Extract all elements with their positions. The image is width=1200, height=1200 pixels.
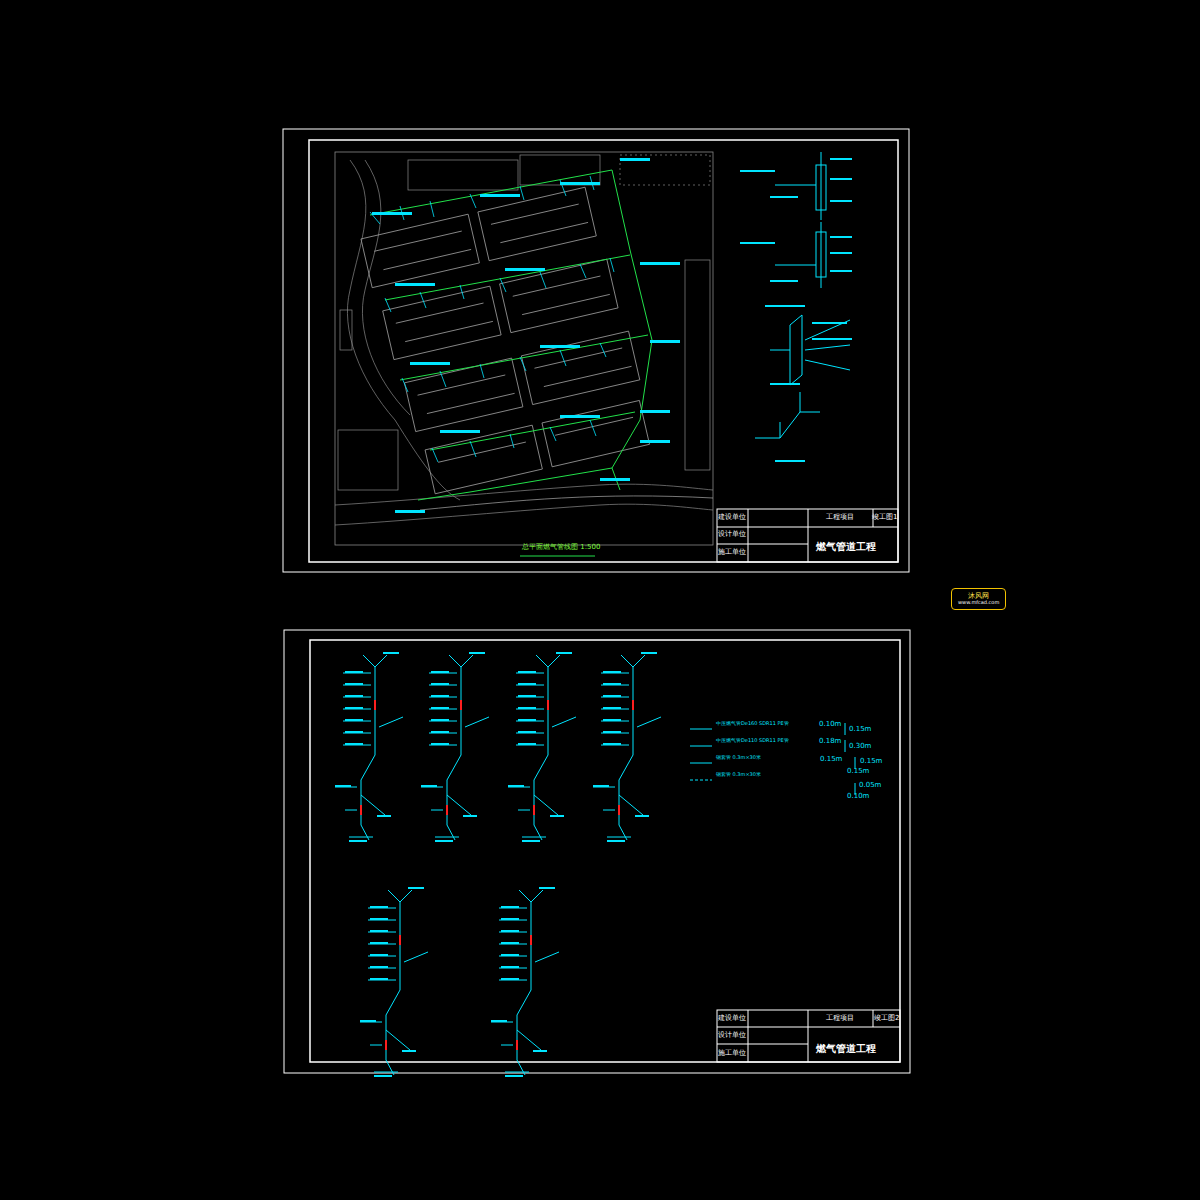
dimension: 0.10m bbox=[819, 721, 841, 729]
project-name: 燃气管道工程 bbox=[816, 1043, 876, 1054]
dimension: 0.15m bbox=[849, 726, 871, 734]
dimension: 0.10m bbox=[847, 793, 869, 801]
title-cell: 建设单位 bbox=[718, 1015, 746, 1023]
watermark-badge: 沐风网www.mfcad.com bbox=[951, 588, 1006, 610]
title-cell: 建设单位 bbox=[718, 514, 746, 522]
title-cell: 工程项目 bbox=[826, 1015, 854, 1023]
badge-title: 沐风网 bbox=[958, 592, 999, 600]
pipe-note: 钢套管 0.3m×30米 bbox=[716, 772, 761, 778]
title-cell: 设计单位 bbox=[718, 531, 746, 539]
drawing-title: 总平面燃气管线图 1:500 bbox=[522, 544, 600, 552]
title-cell: 工程项目 bbox=[826, 514, 854, 522]
dimension: 0.15m bbox=[860, 758, 882, 766]
dimension: 0.15m bbox=[820, 756, 842, 764]
title-cell: 施工单位 bbox=[718, 549, 746, 557]
title-cell: 竣工图1 bbox=[872, 514, 897, 522]
dimension: 0.15m bbox=[847, 768, 869, 776]
badge-url: www.mfcad.com bbox=[958, 600, 999, 606]
dimension: 0.05m bbox=[859, 782, 881, 790]
title-cell: 施工单位 bbox=[718, 1050, 746, 1058]
dimension: 0.30m bbox=[849, 743, 871, 751]
title-cell: 竣工图2 bbox=[874, 1015, 899, 1023]
dimension: 0.18m bbox=[819, 738, 841, 746]
project-name: 燃气管道工程 bbox=[816, 541, 876, 552]
pipe-note: 中压燃气管De110 SDR11 PE管 bbox=[716, 738, 789, 744]
title-cell: 设计单位 bbox=[718, 1032, 746, 1040]
pipe-note: 中压燃气管De160 SDR11 PE管 bbox=[716, 721, 789, 727]
pipe-note: 钢套管 0.3m×30米 bbox=[716, 755, 761, 761]
